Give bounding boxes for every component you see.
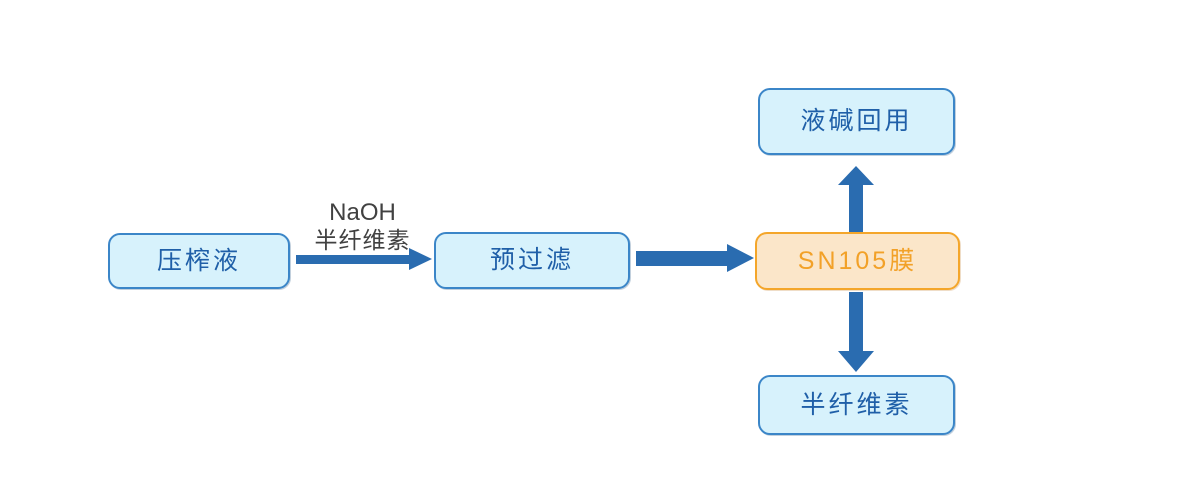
arrow-sn105-to-hemi-shaft: [849, 292, 863, 354]
node-press-liquid-label: 压榨液: [156, 246, 241, 275]
annotation-feed-additives: NaOH 半纤维素: [295, 199, 430, 254]
arrow-sn105-to-hemi: [838, 292, 874, 372]
node-press-liquid[interactable]: 压榨液: [108, 233, 290, 289]
node-alkali-reuse[interactable]: 液碱回用: [758, 88, 955, 155]
arrow-prefilter-to-sn105-head: [727, 244, 754, 272]
arrow-sn105-to-alkali: [838, 166, 874, 232]
arrow-sn105-to-hemi-head: [838, 351, 874, 372]
annotation-feed-additives-line1: NaOH: [329, 199, 396, 226]
arrow-press-to-prefilter: [296, 248, 432, 270]
annotation-feed-additives-line2: 半纤维素: [314, 227, 411, 254]
arrow-prefilter-to-sn105: [636, 244, 754, 272]
node-pre-filter[interactable]: 预过滤: [434, 232, 630, 289]
node-pre-filter-label: 预过滤: [489, 246, 574, 274]
arrow-sn105-to-alkali-head: [838, 166, 874, 185]
arrow-press-to-prefilter-head: [409, 248, 432, 270]
node-hemicellulose[interactable]: 半纤维素: [758, 375, 955, 435]
node-hemicellulose-label: 半纤维素: [800, 390, 913, 419]
node-alkali-reuse-label: 液碱回用: [800, 107, 913, 135]
arrow-prefilter-to-sn105-shaft: [636, 251, 728, 266]
arrow-sn105-to-alkali-shaft: [849, 182, 863, 232]
node-sn105-membrane[interactable]: SN105膜: [755, 232, 960, 290]
node-sn105-membrane-label: SN105膜: [797, 246, 918, 275]
arrow-press-to-prefilter-shaft: [296, 255, 410, 264]
